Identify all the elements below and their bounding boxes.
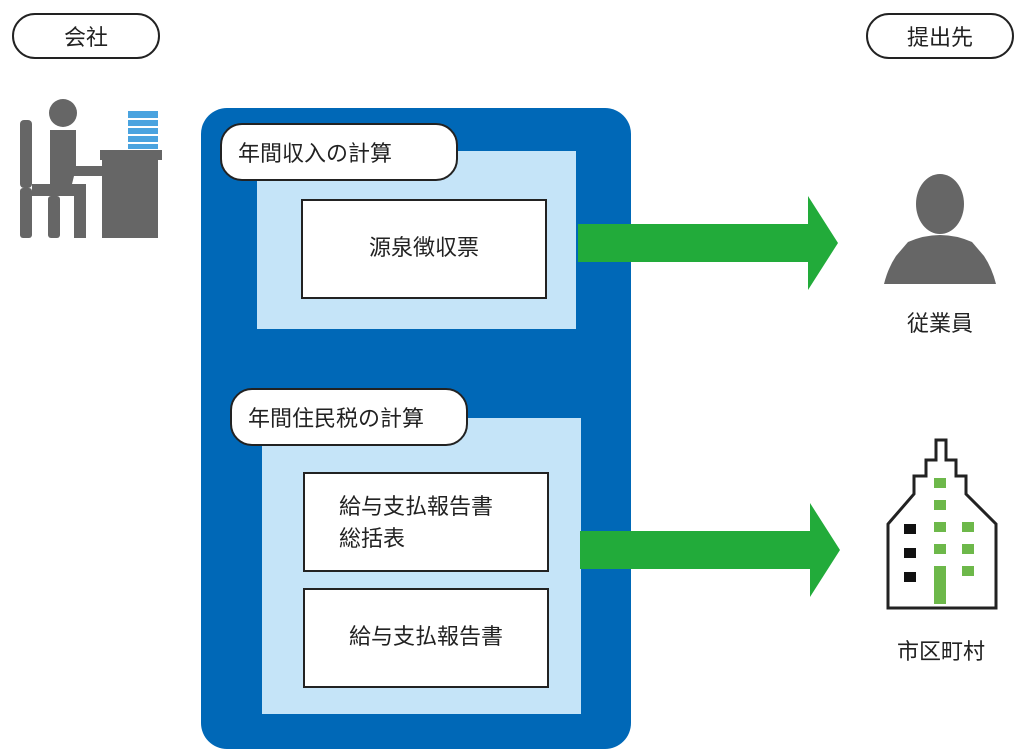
municipality-label: 市区町村	[896, 640, 985, 665]
employee-label: 従業員	[906, 312, 973, 337]
company-header: 会社	[12, 13, 160, 59]
salary-report-doc: 給与支払報告書	[303, 588, 549, 688]
arrow-right-icon	[580, 503, 840, 597]
person-icon	[884, 174, 996, 284]
building-icon	[886, 438, 998, 610]
withholding-slip-label: 源泉徴収票	[368, 236, 479, 261]
arrow-right-icon	[578, 196, 838, 290]
annual-income-title-text: 年間収入の計算	[238, 142, 393, 167]
annual-tax-title: 年間住民税の計算	[230, 388, 468, 446]
withholding-slip-doc: 源泉徴収票	[301, 199, 547, 299]
annual-income-title: 年間収入の計算	[220, 123, 458, 181]
recipient-header-label: 提出先	[906, 26, 973, 51]
salary-report-summary-line1: 給与支払報告書	[339, 495, 494, 520]
recipient-header: 提出先	[866, 13, 1014, 59]
salary-report-label: 給与支払報告書	[348, 625, 503, 650]
salary-report-summary-line2: 総括表	[339, 527, 406, 552]
company-header-label: 会社	[63, 26, 108, 51]
office-worker-icon	[20, 99, 162, 238]
salary-report-summary-doc: 給与支払報告書 総括表	[303, 472, 549, 572]
annual-tax-title-text: 年間住民税の計算	[248, 407, 425, 432]
